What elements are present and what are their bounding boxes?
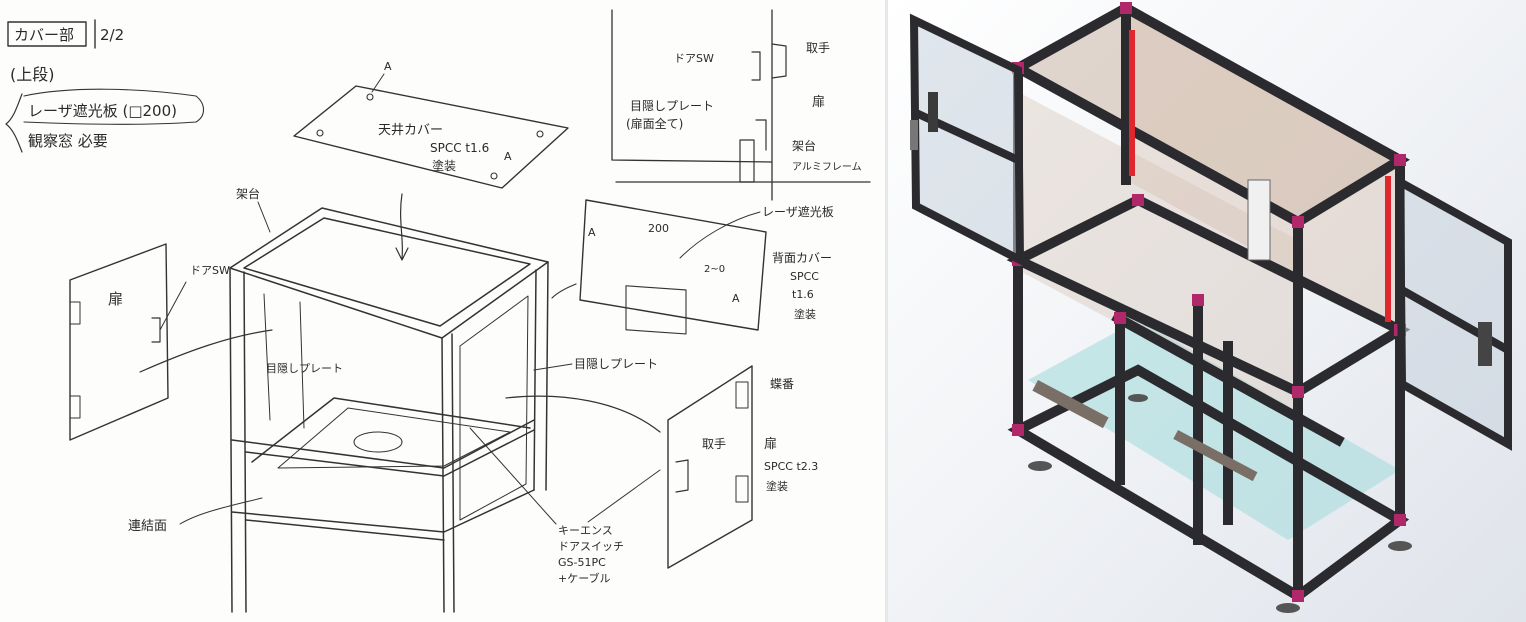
back-cover-label: 背面カバー xyxy=(772,251,832,265)
door-sw-label: ドアSW xyxy=(190,264,230,277)
lower-face-label: 連結面 xyxy=(128,519,167,534)
right-door-spec: SPCC t2.3 xyxy=(764,460,818,473)
cad-render-panel xyxy=(888,0,1526,622)
frame-label: 架台 xyxy=(236,186,260,201)
dim-200: 200 xyxy=(648,222,669,235)
ceiling-finish: 塗装 xyxy=(432,158,456,173)
hinge-label: 蝶番 xyxy=(770,376,794,391)
lower-rail xyxy=(1032,380,1109,429)
left-door-sketch xyxy=(69,243,169,441)
detail-view-door xyxy=(611,9,871,201)
right-door-finish: 塗装 xyxy=(766,479,788,493)
right-door-glass xyxy=(1400,182,1508,444)
handle-label: 取手 xyxy=(702,437,726,451)
right-door-sketch xyxy=(667,365,753,569)
top-panel xyxy=(1018,8,1400,222)
inner-panel xyxy=(1018,92,1298,420)
hide-plate-inner-label: 目隠しプレート xyxy=(266,362,343,375)
panel-divider xyxy=(885,0,888,622)
cad-model-drawing xyxy=(909,2,1512,613)
marker-a-bottom: A xyxy=(504,150,512,163)
detail-hide-plate-sub: (扉面全て) xyxy=(626,116,683,131)
hide-plate-right-label: 目隠しプレート xyxy=(574,357,658,371)
sheet-title: カバー部 xyxy=(14,26,74,44)
dim-vertical: 2~0 xyxy=(704,264,725,275)
lower-rail-2 xyxy=(1173,429,1258,482)
switch-label-2: ドアスイッチ xyxy=(558,540,624,553)
back-cover-thickness: t1.6 xyxy=(792,288,814,301)
note-line-1: レーザ遮光板 (□200) xyxy=(28,102,177,120)
section-label: (上段) xyxy=(10,65,55,84)
ceiling-label: 天井カバー xyxy=(378,123,443,138)
leveling-feet xyxy=(1028,394,1412,613)
switch-label-3: GS-51PC xyxy=(558,556,606,569)
back-panel xyxy=(1126,8,1400,330)
switch-label-4: +ケーブル xyxy=(558,571,611,585)
note-bubble xyxy=(23,88,205,125)
detail-door-sw-label: ドアSW xyxy=(674,52,714,65)
detail-frame-label: 架台 xyxy=(792,138,816,153)
hand-sketch-panel: カバー部 2/2 (上段) レーザ遮光板 (□200) 観察窓 必要 A A 天… xyxy=(5,9,871,613)
detail-hide-plate-label: 目隠しプレート xyxy=(630,99,714,113)
detail-handle-label: 取手 xyxy=(806,41,830,55)
laser-shield-window xyxy=(625,285,687,335)
sheet-page: 2/2 xyxy=(100,26,124,44)
red-accent-members xyxy=(1129,30,1391,322)
sketch-drawing: カバー部 2/2 (上段) レーザ遮光板 (□200) 観察窓 必要 A A 天… xyxy=(5,9,871,613)
marker-a-top: A xyxy=(384,60,392,73)
note-brace xyxy=(5,93,23,153)
right-door-switch xyxy=(1478,322,1492,366)
laser-plate-label: レーザ遮光板 xyxy=(762,204,834,219)
ceiling-spec: SPCC t1.6 xyxy=(430,141,489,155)
note-line-2: 観察窓 必要 xyxy=(28,132,108,150)
left-door-label: 扉 xyxy=(108,290,123,308)
marker-a-back-top: A xyxy=(588,226,596,239)
ceiling-cover-plate xyxy=(293,85,569,189)
left-door-switch xyxy=(928,92,938,132)
detail-door-label: 扉 xyxy=(812,94,825,110)
marker-a-back-bottom: A xyxy=(732,292,740,305)
back-cover-sketch xyxy=(579,199,767,331)
switch-label-1: キーエンス xyxy=(558,524,613,537)
back-cover-finish: 塗装 xyxy=(794,307,816,321)
detail-frame-sub: アルミフレーム xyxy=(792,161,862,173)
right-door-label: 扉 xyxy=(764,436,777,452)
cabinet-frame-sketch xyxy=(229,207,549,613)
window-insert xyxy=(1247,179,1271,261)
left-door-handle[interactable] xyxy=(910,120,918,150)
back-cover-spec: SPCC xyxy=(790,270,819,283)
